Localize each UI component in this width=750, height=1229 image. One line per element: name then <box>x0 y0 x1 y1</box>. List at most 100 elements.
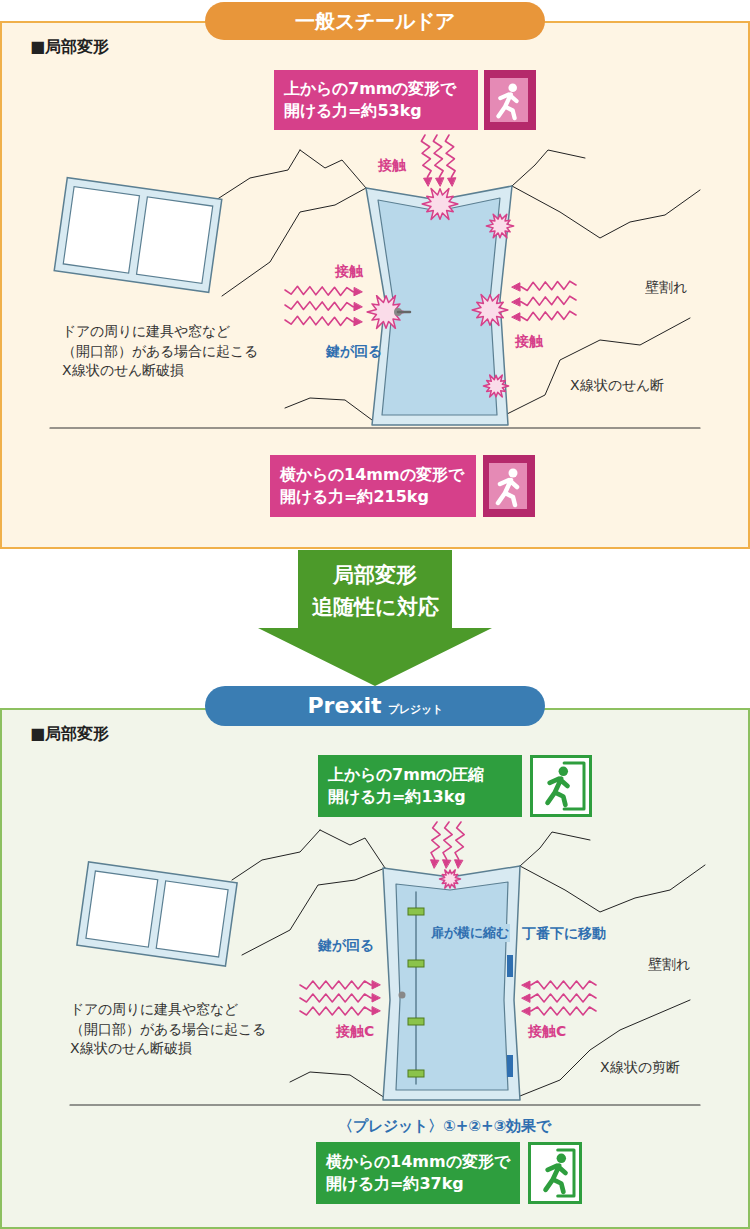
note-text: ドアの周りに建具や窓など （開口部）がある場合に起こる X線状のせん断破損 <box>70 1000 285 1059</box>
panel-ground <box>0 21 750 549</box>
figure-body <box>498 94 516 118</box>
arrow-body <box>258 550 492 686</box>
ground-line <box>70 1104 700 1105</box>
force-zigzag <box>433 135 443 180</box>
figure-head <box>557 1154 566 1163</box>
section-heading: ■局部変形 <box>30 37 109 58</box>
door-rod <box>415 892 417 1084</box>
section-tab: Prexitプレジット <box>205 686 545 726</box>
exit-icon <box>484 70 536 130</box>
contact-burst <box>472 295 508 326</box>
force-arrowhead <box>372 994 380 1002</box>
wall-crack <box>512 150 585 186</box>
figure-head <box>508 83 517 92</box>
callout-label: 接触 <box>335 262 363 282</box>
force-arrowhead <box>436 178 444 186</box>
force-arrowhead <box>522 981 530 989</box>
node-text: 上からの7mmの圧縮 開ける力=約13kg <box>328 764 512 807</box>
ground-line <box>50 427 700 428</box>
contact-burst <box>422 189 458 220</box>
door-leaf <box>396 882 508 1090</box>
force-zigzag <box>528 981 596 989</box>
force-zigzag <box>285 286 356 295</box>
callout-label: 接触C <box>528 1022 566 1042</box>
force-arrowhead <box>512 313 520 321</box>
wall-crack <box>320 830 385 868</box>
force-zigzag <box>285 316 356 325</box>
callout-label: 丁番下に移動 <box>522 924 606 944</box>
node-text: 一般スチールドア <box>295 8 455 35</box>
window <box>54 178 222 293</box>
force-zigzag <box>518 281 576 290</box>
figure-head <box>559 767 568 776</box>
figure-head <box>509 469 518 478</box>
figure-body <box>546 1166 566 1192</box>
window-pane <box>86 871 158 947</box>
figure-body <box>548 779 568 805</box>
force-zigzag <box>300 1007 374 1015</box>
wall-crack <box>520 832 590 866</box>
icon-door <box>490 78 528 122</box>
note-text: ドアの周りに建具や窓など （開口部）がある場合に起こる X線状のせん断破損 <box>62 322 277 381</box>
window-frame <box>77 862 237 966</box>
force-zigzag <box>443 822 452 862</box>
slide-tab <box>408 908 424 915</box>
exit-figure <box>546 1154 566 1192</box>
force-box: 上からの7mmの圧縮 開ける力=約13kg <box>318 755 522 817</box>
force-zigzag <box>528 994 596 1002</box>
wall-crack <box>222 188 366 296</box>
slide-tab <box>408 1070 424 1077</box>
wall-crack <box>216 150 300 200</box>
hinge <box>507 955 513 977</box>
section-heading: ■局部変形 <box>30 724 109 745</box>
force-arrowhead <box>354 318 362 326</box>
exit-figure <box>498 83 517 118</box>
node-text: 上からの7mmの変形で 開ける力=約53kg <box>284 78 468 121</box>
force-zigzag <box>285 301 356 310</box>
wall-crack <box>232 830 320 880</box>
transition-arrow: 局部変形 追随性に対応 <box>258 550 492 686</box>
force-arrowhead <box>354 303 362 311</box>
callout-label: X線状の剪断 <box>600 1058 680 1078</box>
hinge <box>507 1055 513 1077</box>
wall-crack <box>300 150 366 188</box>
window-pane <box>63 187 139 273</box>
force-arrowhead <box>522 1007 530 1015</box>
icon-door <box>489 463 527 509</box>
force-arrowhead <box>512 298 520 306</box>
wall-crack <box>290 1072 385 1098</box>
force-arrowhead <box>512 283 520 291</box>
wall-crack <box>242 868 385 955</box>
contact-burst <box>440 870 461 888</box>
force-zigzag <box>300 994 374 1002</box>
section-tab: 一般スチールドア <box>205 2 545 40</box>
exit-icon <box>530 1144 581 1203</box>
door-frame <box>366 186 512 425</box>
force-zigzag <box>455 822 464 862</box>
callout-label: 鍵が回る <box>318 936 374 956</box>
window-pane <box>137 197 213 283</box>
node-text: 局部変形 追随性に対応 <box>298 560 452 623</box>
callout-label: 扉が横に縮む <box>430 924 510 942</box>
force-box: 上からの7mmの変形で 開ける力=約53kg <box>274 70 478 130</box>
section-panel: ■局部変形上からの7mmの圧縮 開ける力=約13kg 横からの14mmの変形で 開… <box>0 708 750 1229</box>
wall-crack <box>512 186 700 238</box>
door-frame <box>383 866 520 1100</box>
exit-figure <box>498 469 518 506</box>
force-arrowhead <box>448 178 456 186</box>
window-frame <box>54 178 222 293</box>
force-box: 横からの14mmの変形で 開ける力=約37kg <box>316 1142 520 1204</box>
force-arrowhead <box>431 860 439 868</box>
force-zigzag <box>528 1007 596 1015</box>
force-arrowhead <box>372 1007 380 1015</box>
force-zigzag <box>431 822 440 862</box>
wall-crack <box>505 318 690 415</box>
force-arrowhead <box>424 178 432 186</box>
force-arrowhead <box>443 860 451 868</box>
section-panel: ■局部変形上からの7mmの変形で 開ける力=約53kg横からの14mmの変形で … <box>0 21 750 549</box>
wall-crack <box>515 1000 690 1098</box>
exit-icon <box>532 757 591 816</box>
node-text: 横からの14mmの変形で 開ける力=約37kg <box>326 1151 510 1194</box>
force-zigzag <box>445 135 455 180</box>
